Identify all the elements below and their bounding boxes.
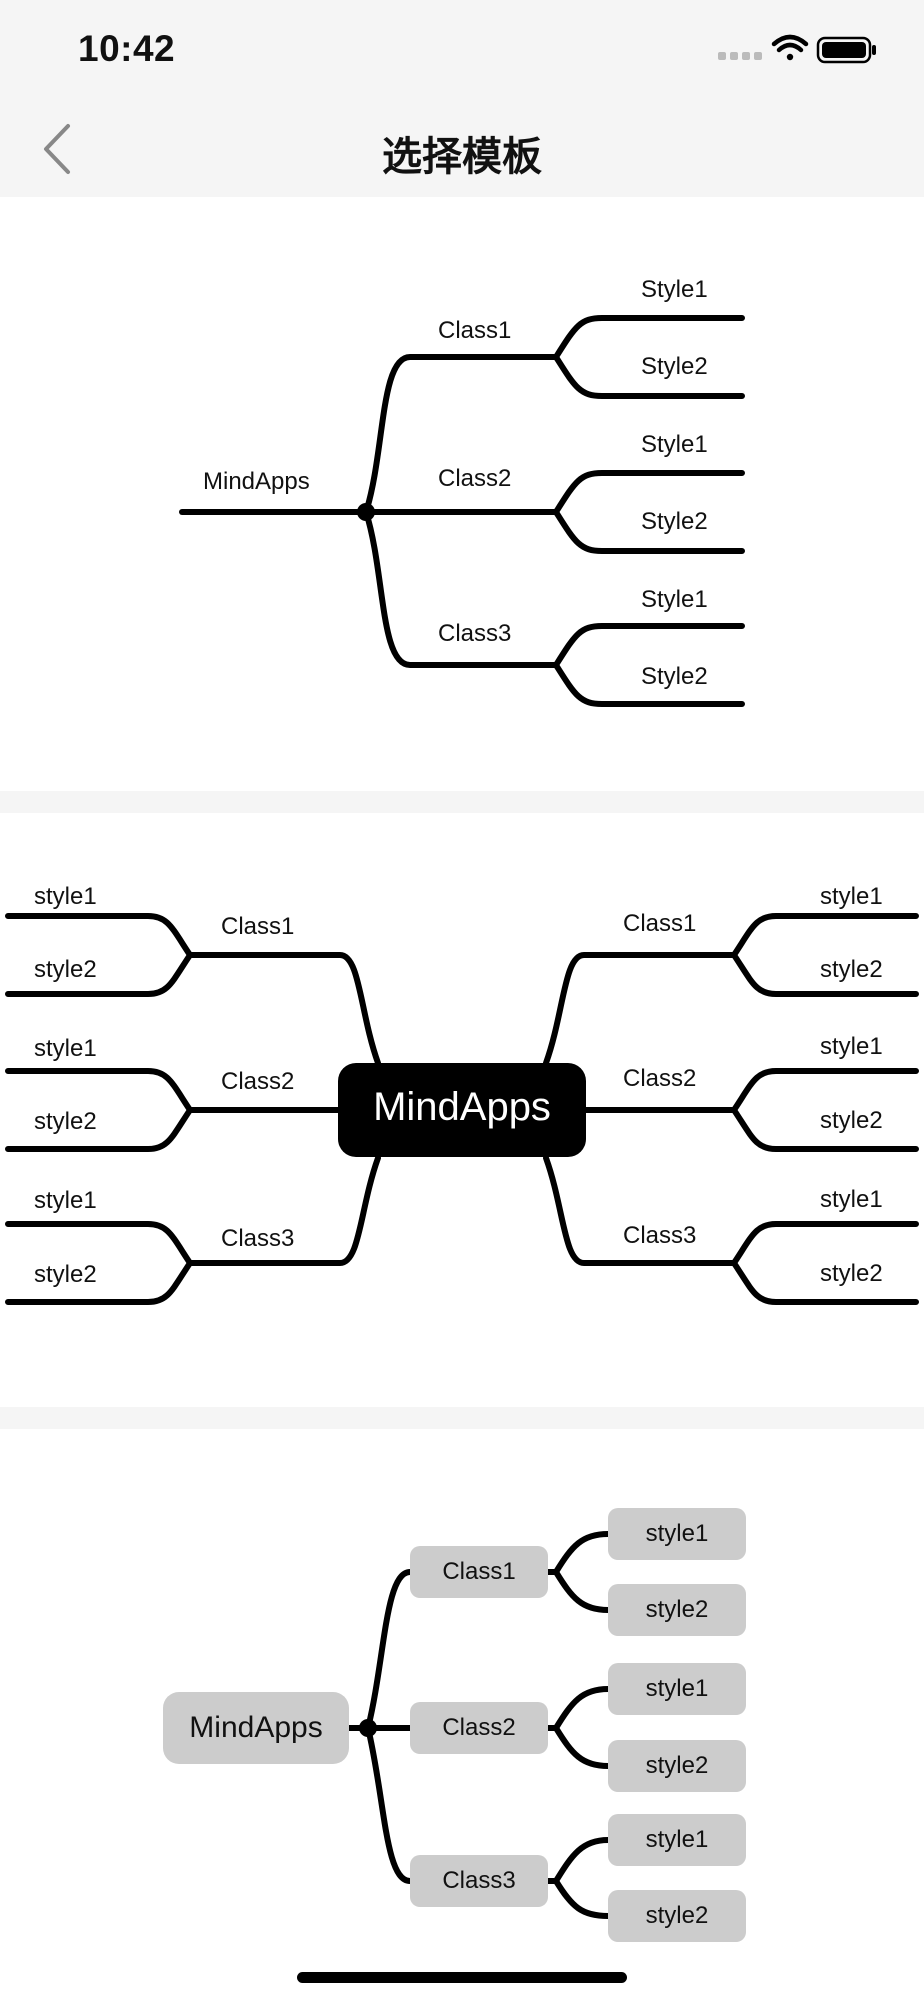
root-node: MindApps — [163, 1692, 349, 1764]
style-label: Style2 — [641, 353, 708, 380]
style-node: style1 — [608, 1663, 746, 1715]
style-label: style1 — [34, 1035, 97, 1062]
style-label: style2 — [34, 1108, 97, 1135]
style-label: style2 — [820, 956, 883, 983]
root-label: MindApps — [203, 468, 310, 495]
style-label: Style1 — [641, 431, 708, 458]
back-button[interactable] — [30, 118, 90, 178]
style-label: style1 — [820, 883, 883, 910]
mindmap-lines — [5, 913, 919, 1305]
class-label: Class1 — [438, 317, 512, 344]
style-label: style1 — [34, 1187, 97, 1214]
style-node: style2 — [608, 1584, 746, 1636]
class-node: Class1 — [410, 1546, 548, 1598]
class-label: Class3 — [438, 620, 512, 647]
navigation-bar: 选择模板 — [0, 100, 924, 197]
template-card-2[interactable]: MindApps Class1 Class2 Class3 style1 sty… — [0, 813, 924, 1407]
style-node: style1 — [608, 1814, 746, 1866]
style-label: style2 — [820, 1260, 883, 1287]
style-label: Style1 — [641, 586, 708, 613]
class-label: Class2 — [623, 1065, 697, 1092]
class-label: Class3 — [623, 1222, 697, 1249]
home-indicator — [297, 1972, 627, 1983]
class-label: Class3 — [221, 1225, 295, 1252]
style-label: style1 — [820, 1033, 883, 1060]
style-label: style1 — [34, 883, 97, 910]
chevron-left-icon — [44, 124, 70, 174]
class-label: Class1 — [221, 913, 295, 940]
class-node: Class3 — [410, 1855, 548, 1907]
status-time: 10:42 — [78, 28, 176, 69]
mindmap-lines — [345, 1531, 611, 1919]
template-card-1[interactable]: MindApps Class1 Class2 Class3 Style1 Sty… — [0, 197, 924, 791]
mindmap-lines — [179, 315, 745, 707]
style-node: style2 — [608, 1740, 746, 1792]
class-label: Class1 — [623, 910, 697, 937]
status-bar: 10:42 — [0, 0, 924, 100]
template-card-3[interactable]: MindApps Class1 Class2 Class3 style1 sty… — [0, 1429, 924, 2000]
root-node: MindApps — [373, 1085, 551, 1129]
style-label: style1 — [820, 1186, 883, 1213]
style-label: Style2 — [641, 663, 708, 690]
battery-icon — [816, 36, 876, 64]
cellular-signal-icon — [718, 52, 762, 60]
wifi-icon — [771, 34, 809, 61]
page-title: 选择模板 — [382, 134, 542, 180]
class-label: Class2 — [438, 465, 512, 492]
style-label: Style2 — [641, 508, 708, 535]
style-node: style1 — [608, 1508, 746, 1560]
style-label: style2 — [34, 1261, 97, 1288]
class-label: Class2 — [221, 1068, 295, 1095]
style-node: style2 — [608, 1890, 746, 1942]
style-label: style2 — [34, 956, 97, 983]
style-label: style2 — [820, 1107, 883, 1134]
style-label: Style1 — [641, 276, 708, 303]
status-icons — [690, 30, 890, 70]
class-node: Class2 — [410, 1702, 548, 1754]
